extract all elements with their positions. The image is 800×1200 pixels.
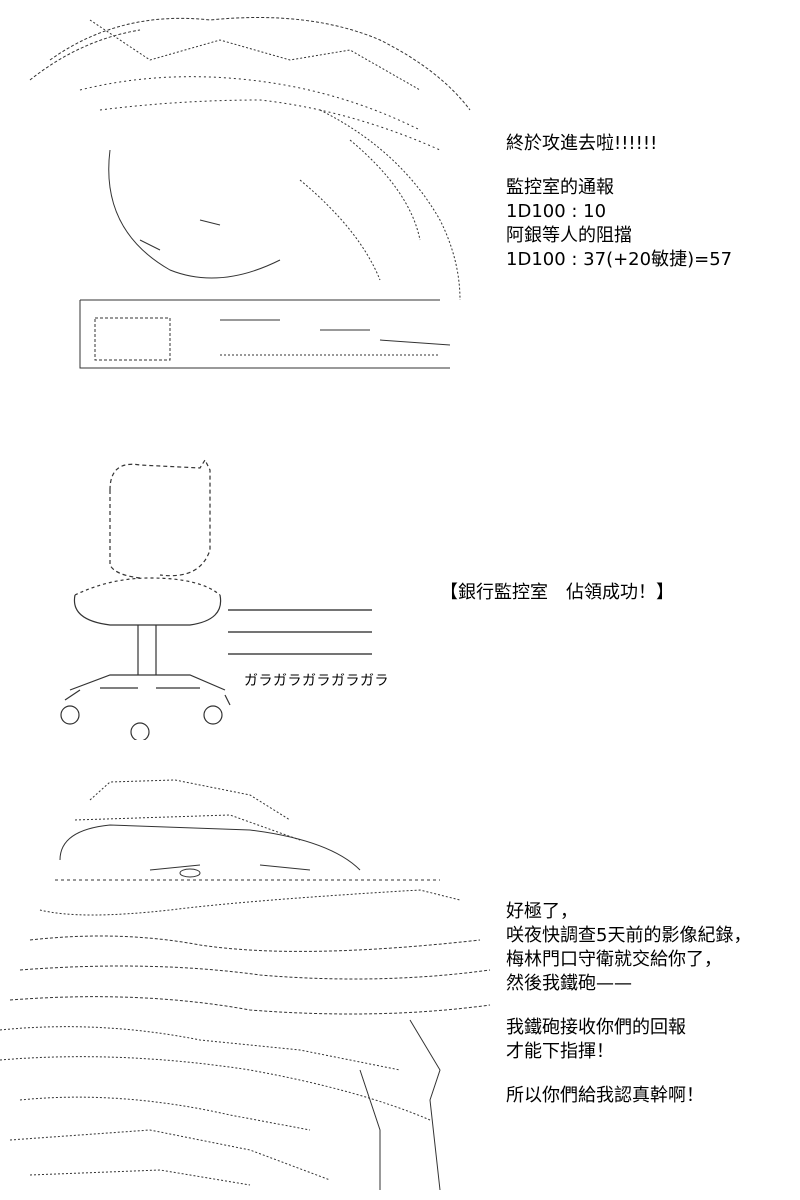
caption-line: 終於攻進去啦!!!!!! [506, 133, 658, 154]
caption-orders: 好極了， 咲夜快調查5天前的影像紀錄， 梅林門口守衛就交給你了， 然後我鐵砲——… [506, 900, 751, 1108]
caption-line: 梅林門口守衛就交給你了， [506, 949, 722, 970]
caption-line [506, 996, 751, 1016]
caption-line: 所以你們給我認真幹啊！ [506, 1085, 704, 1106]
caption-line: 咲夜快調查5天前的影像紀錄， [506, 925, 752, 946]
caption-line: 然後我鐵砲—— [506, 973, 632, 994]
ascii-art-office-chair [60, 458, 372, 740]
panel-attack: 終於攻進去啦!!!!!! 監控室的通報 1D100 : 10 阿銀等人的阻擋 1… [0, 0, 800, 380]
caption-line: 監控室的通報 [506, 177, 614, 198]
sound-effect-text: ガラガラガラガラガラ [244, 673, 389, 689]
occupation-banner: 【銀行監控室 佔領成功！】 [440, 582, 674, 603]
caption-line: 阿銀等人的阻擋 [506, 225, 632, 246]
caption-line: 才能下指揮！ [506, 1041, 614, 1062]
caption-line: 我鐵砲接收你們的回報 [506, 1017, 686, 1038]
ascii-art-character-behind-desk [29, 17, 471, 369]
panel-orders: 好極了， 咲夜快調查5天前的影像紀錄， 梅林門口守衛就交給你了， 然後我鐵砲——… [0, 770, 800, 1200]
caption-line [506, 1064, 751, 1084]
caption-attack: 終於攻進去啦!!!!!! 監控室的通報 1D100 : 10 阿銀等人的阻擋 1… [506, 132, 732, 272]
caption-line: 1D100 : 37(+20敏捷)=57 [506, 249, 733, 270]
caption-line: 好極了， [506, 901, 578, 922]
ascii-art-character-commanding [0, 779, 491, 1191]
panel-monitor-room: ガラガラガラガラガラ 【銀行監控室 佔領成功！】 [0, 440, 800, 740]
caption-line [506, 156, 732, 176]
caption-line: 1D100 : 10 [506, 201, 607, 222]
